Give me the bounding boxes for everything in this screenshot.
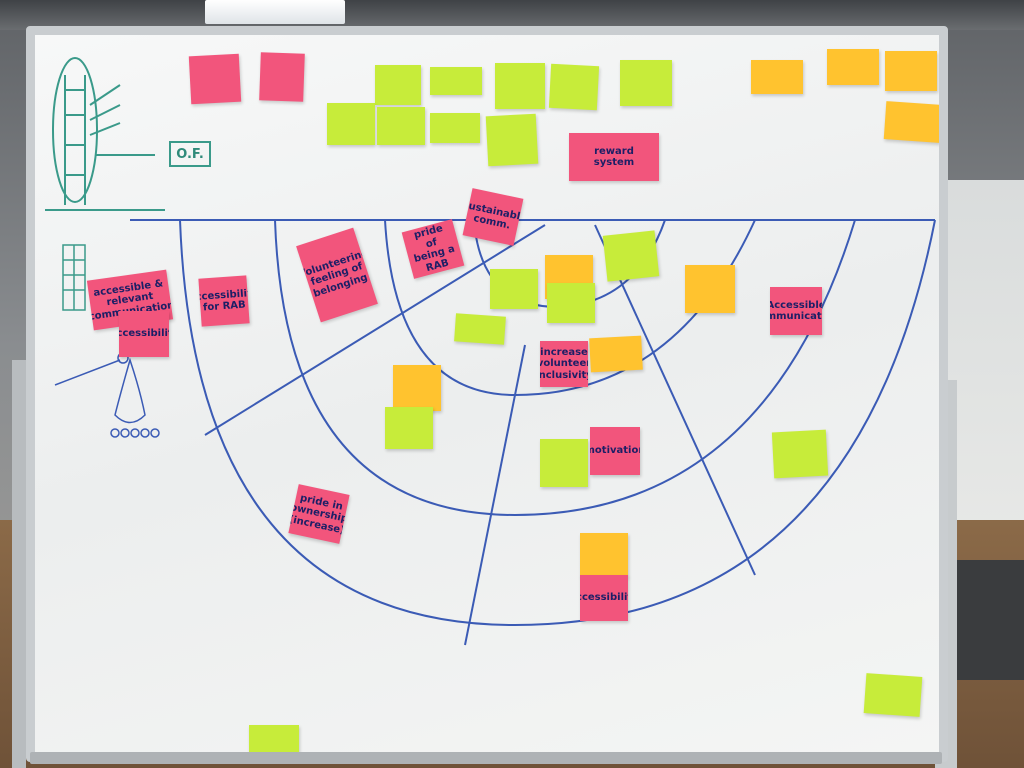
sticky-note[interactable]: accessibility bbox=[580, 575, 628, 621]
sticky-note[interactable] bbox=[375, 65, 421, 105]
ceiling bbox=[0, 0, 1024, 30]
sticky-note[interactable] bbox=[430, 113, 480, 143]
sticky-note[interactable] bbox=[580, 533, 628, 577]
figure-sketch bbox=[54, 352, 160, 438]
sticky-note[interactable]: accessibility for RAB bbox=[198, 275, 250, 327]
whiteboard: O.F. reward system Sustainable comm. pri… bbox=[26, 26, 948, 762]
sticky-note[interactable]: Accessible communication bbox=[770, 287, 822, 335]
sticky-note[interactable] bbox=[249, 725, 299, 753]
sticky-note[interactable] bbox=[883, 101, 939, 143]
sticky-note[interactable] bbox=[863, 673, 923, 717]
sticky-note[interactable] bbox=[327, 103, 375, 145]
sticky-note[interactable] bbox=[430, 67, 482, 95]
sticky-note[interactable]: Accessibility bbox=[119, 311, 169, 357]
sticky-note[interactable] bbox=[188, 53, 242, 105]
sticky-note[interactable]: Sustainable comm. bbox=[462, 188, 524, 246]
of-label: O.F. bbox=[169, 141, 211, 167]
sticky-note[interactable] bbox=[827, 49, 879, 85]
back-wall bbox=[945, 180, 1024, 560]
sticky-note[interactable] bbox=[259, 52, 305, 102]
ladder-sketch bbox=[45, 57, 165, 211]
sticky-note[interactable] bbox=[685, 265, 735, 313]
sticky-note[interactable] bbox=[547, 283, 595, 323]
sticky-note[interactable]: pride in ownership (increase) bbox=[288, 484, 350, 544]
sticky-note[interactable] bbox=[485, 113, 539, 167]
stakeholder-arcs bbox=[130, 219, 936, 646]
sticky-note[interactable] bbox=[495, 63, 545, 109]
sticky-note[interactable] bbox=[602, 230, 660, 282]
sticky-note[interactable] bbox=[454, 313, 506, 345]
grid-sketch bbox=[62, 244, 86, 311]
sticky-note[interactable]: increase volunteer inclusivity bbox=[540, 341, 588, 387]
sticky-note[interactable] bbox=[771, 429, 829, 479]
sticky-note[interactable] bbox=[377, 107, 425, 145]
whiteboard-stand-left bbox=[12, 360, 26, 768]
sticky-note[interactable] bbox=[548, 63, 600, 111]
sticky-note[interactable] bbox=[540, 439, 588, 487]
desk bbox=[950, 560, 1024, 680]
sticky-note[interactable] bbox=[885, 51, 937, 91]
sticky-note[interactable] bbox=[589, 335, 643, 373]
sticky-note[interactable] bbox=[385, 407, 433, 449]
sticky-note[interactable]: motivation bbox=[590, 427, 640, 475]
sticky-note[interactable]: reward system bbox=[569, 133, 659, 181]
marker-drawing bbox=[45, 57, 936, 646]
whiteboard-marker-tray bbox=[30, 752, 942, 764]
sticky-note[interactable] bbox=[393, 365, 441, 411]
sticky-note[interactable] bbox=[751, 60, 803, 94]
sticky-note[interactable] bbox=[620, 60, 672, 106]
sticky-note[interactable] bbox=[490, 269, 538, 309]
ceiling-light bbox=[205, 0, 345, 24]
